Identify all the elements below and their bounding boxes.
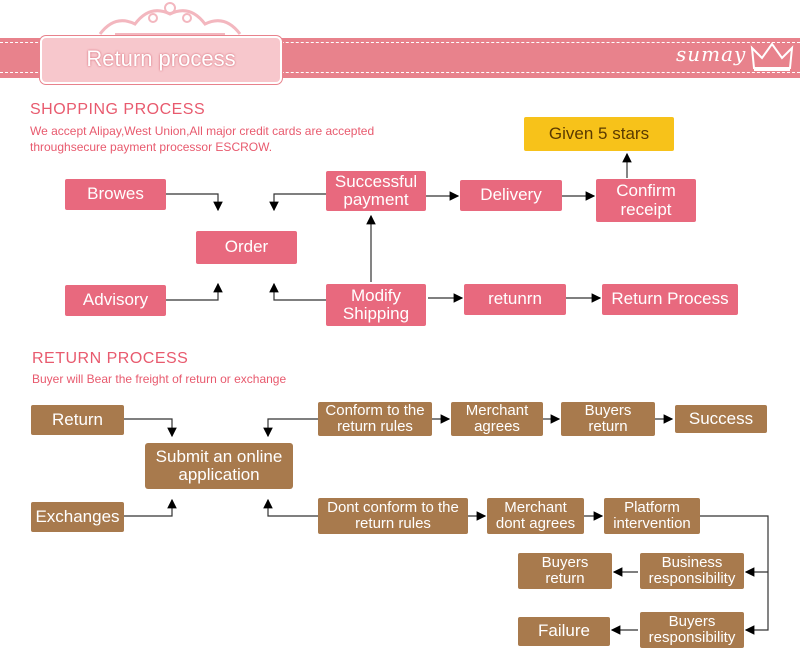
node-confirm-receipt-label-2: receipt [620,199,672,219]
node-failure-label: Failure [538,621,590,641]
brand-logo: sumay [676,42,747,66]
node-platform-label-1: Platform [624,498,680,516]
crown-icon [750,40,794,74]
node-browes: Browes [65,179,166,210]
node-buyers-return-b-label-2: return [545,570,585,587]
node-delivery: Delivery [460,180,562,211]
node-conform-return-rules: Conform to the return rules [318,402,432,436]
node-returnrn: retunrn [464,284,566,315]
node-merchant-dont-label-2: dont agrees [495,515,576,532]
return-section-title: RETURN PROCESS [32,350,189,367]
node-success: Success [675,405,767,433]
node-buyers-return-label-2: return [588,418,628,435]
title-pill [40,36,282,84]
node-success-label: Success [688,408,754,428]
node-submit-online-application: Submit an online application [145,443,293,489]
node-business-responsibility: Business responsibility [640,553,744,589]
node-returnrn-label: retunrn [488,289,542,309]
node-order: Order [196,231,297,264]
node-buyers-return-label-1: Buyers [584,401,632,419]
node-exchanges-label: Exchanges [35,506,120,526]
node-buyers-return-business: Buyers return [518,553,612,589]
node-modify-shipping-label-1: Modify [350,285,402,305]
node-confirm-receipt-label-1: Confirm [616,181,676,201]
node-return-process: Return Process [602,284,738,315]
node-successful-payment-label-2: payment [343,190,409,209]
node-conform-label-1: Conform to the [325,401,425,419]
shopping-subtitle-line1: We accept Alipay,West Union,All major cr… [30,124,375,138]
node-return-process-label: Return Process [611,289,729,309]
node-successful-payment-label-1: Successful [334,171,418,191]
node-return-label: Return [51,409,104,429]
node-business-resp-label-1: Business [661,553,723,571]
node-platform-intervention: Platform intervention [604,498,700,534]
page-title: Return process [86,46,236,71]
node-platform-label-2: intervention [613,515,691,532]
return-subtitle: Buyer will Bear the freight of return or… [32,372,287,386]
node-buyers-responsibility: Buyers responsibility [640,612,744,648]
node-merchant-dont-label-1: Merchant [504,498,567,516]
node-delivery-label: Delivery [480,185,542,205]
node-advisory-label: Advisory [82,290,149,310]
node-successful-payment: Successful payment [326,171,426,211]
node-dont-conform-label-1: Dont conform to the [327,498,459,516]
node-merchant-agrees-label-1: Merchant [465,401,529,419]
shopping-section-title: SHOPPING PROCESS [30,101,206,118]
node-given-5-stars-label: Given 5 stars [548,123,650,143]
node-confirm-receipt: Confirm receipt [596,179,696,222]
lace-ornament-icon [95,0,245,36]
node-dont-conform-label-2: return rules [355,515,431,532]
node-given-5-stars: Given 5 stars [524,117,674,151]
node-buyers-resp-label-1: Buyers [668,612,716,630]
node-return: Return [31,405,124,435]
node-modify-shipping: Modify Shipping [326,284,426,326]
node-merchant-agrees: Merchant agrees [451,402,543,436]
node-modify-shipping-label-2: Shipping [342,304,410,323]
shopping-subtitle-line2: throughsecure payment processor ESCROW. [30,140,273,154]
node-failure: Failure [518,617,610,646]
node-exchanges: Exchanges [31,502,124,532]
node-submit-label-2: application [178,465,260,484]
node-advisory: Advisory [65,285,166,316]
node-browes-label: Browes [87,184,144,204]
node-dont-conform-return-rules: Dont conform to the return rules [318,498,468,534]
node-merchant-agrees-label-2: agrees [474,418,520,435]
node-buyers-return-b-label-1: Buyers [541,553,589,571]
node-buyers-return: Buyers return [561,402,655,436]
node-order-label: Order [224,237,269,257]
node-conform-label-2: return rules [337,418,413,435]
node-submit-label-1: Submit an online [155,446,283,466]
node-business-resp-label-2: responsibility [648,570,736,587]
node-merchant-dont-agrees: Merchant dont agrees [487,498,584,534]
node-buyers-resp-label-2: responsibility [648,629,736,646]
